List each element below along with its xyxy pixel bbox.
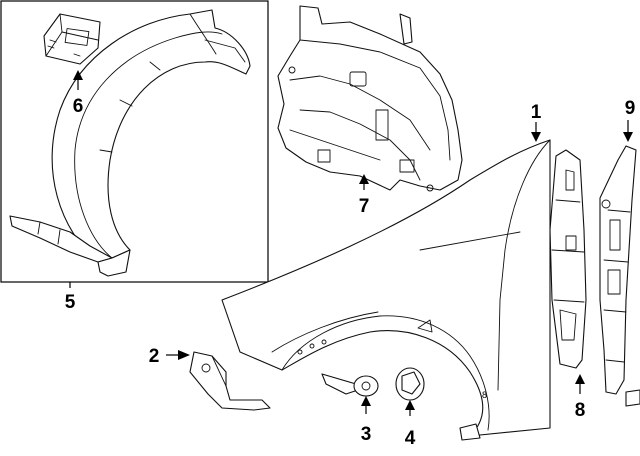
callout-8: 8 xyxy=(575,400,586,421)
callout-6: 6 xyxy=(73,96,84,117)
arrow-9 xyxy=(623,132,633,142)
arrow-2 xyxy=(178,350,190,360)
part-4-nut xyxy=(395,367,425,401)
callout-2: 2 xyxy=(149,346,160,367)
inset-frame xyxy=(0,0,269,283)
callout-1: 1 xyxy=(531,102,542,123)
arrow-7 xyxy=(359,174,369,184)
arrow-8 xyxy=(575,374,585,384)
part-6-module xyxy=(43,13,101,65)
part-2-bracket xyxy=(189,351,271,411)
callout-7: 7 xyxy=(359,196,370,217)
callout-5: 5 xyxy=(65,292,76,313)
arrow-3 xyxy=(361,396,371,406)
part-5-fender-liner xyxy=(9,9,251,277)
callout-3: 3 xyxy=(361,424,372,445)
arrow-6 xyxy=(73,70,83,80)
part-7-inner-fender xyxy=(277,5,463,192)
part-8-seal xyxy=(549,149,587,369)
callout-4: 4 xyxy=(405,428,416,449)
part-3-fastener xyxy=(321,373,379,397)
part-1-front-fender: 8 xyxy=(221,139,551,441)
callout-9: 9 xyxy=(625,98,636,119)
fender-stamp-mark: 8 xyxy=(482,390,487,400)
arrow-1 xyxy=(531,132,541,142)
part-9-bracket xyxy=(599,145,640,407)
arrow-4 xyxy=(405,400,415,410)
